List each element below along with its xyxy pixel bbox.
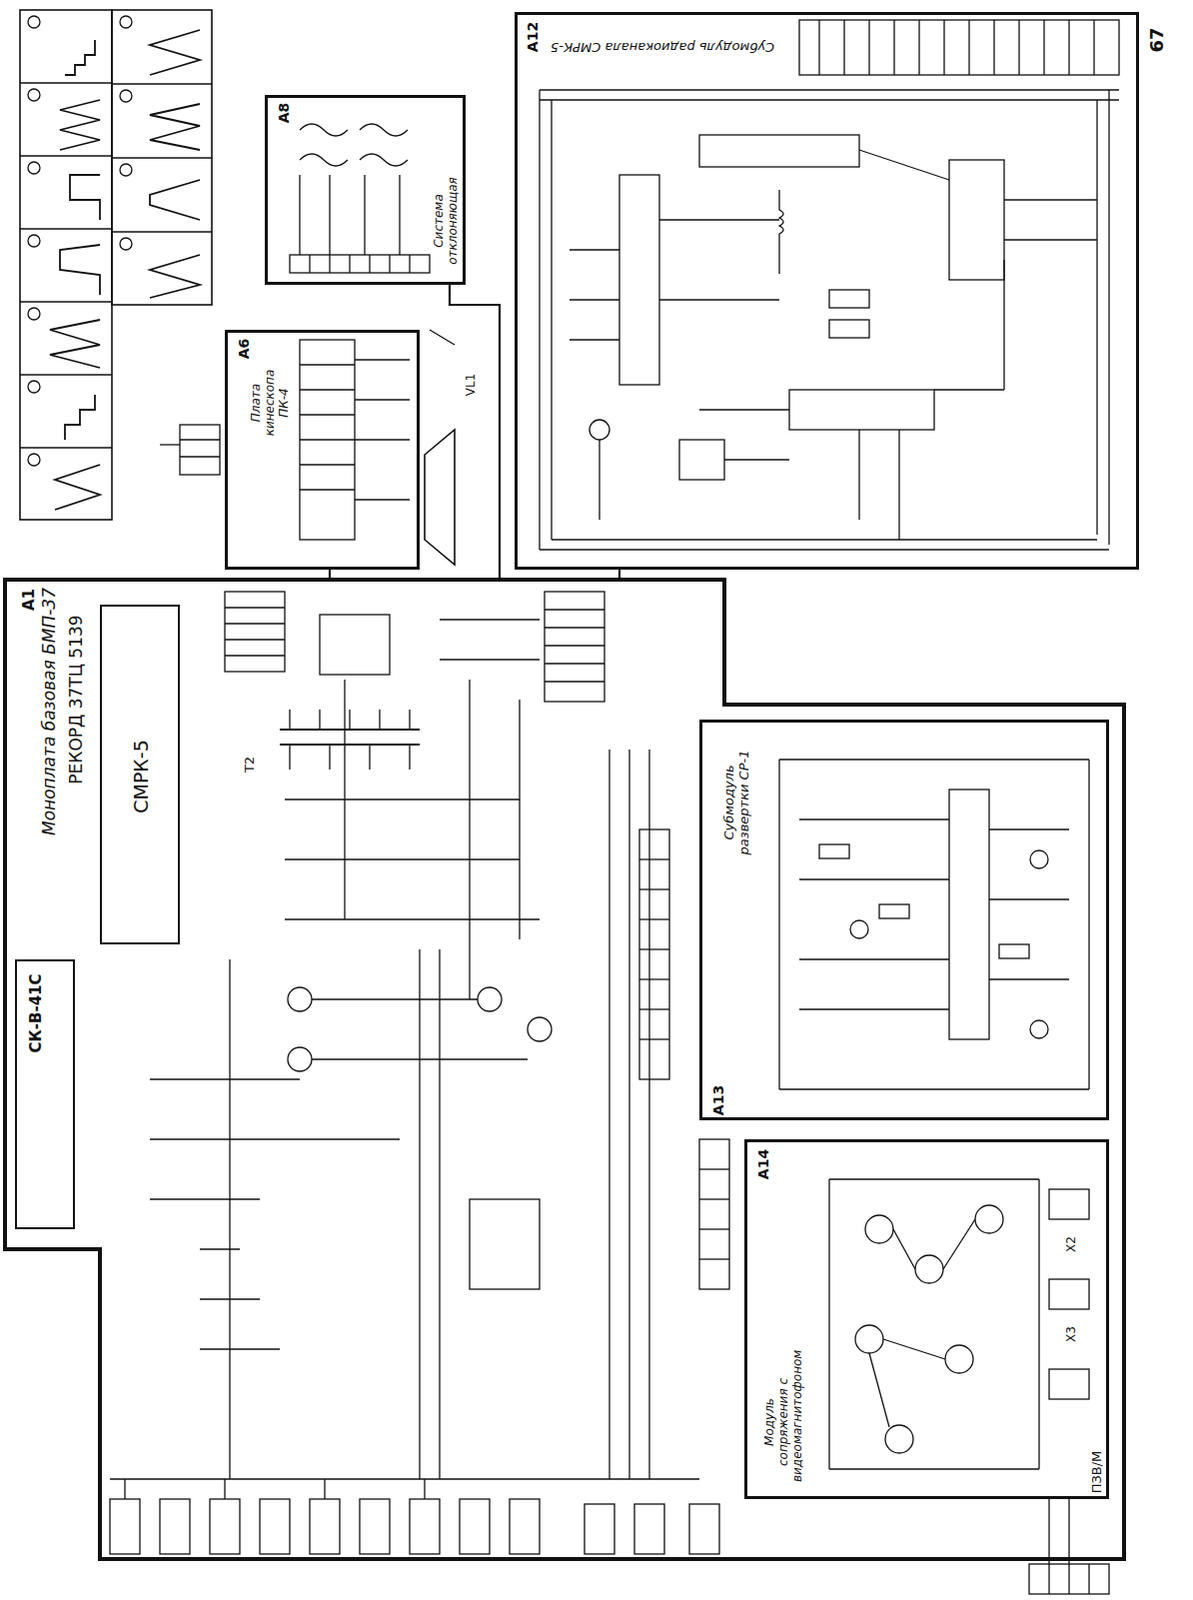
module-designator: А6 <box>235 338 252 360</box>
module-title: СМРК-5 <box>130 739 153 814</box>
module-title: Плата кинескопа ПК-4 <box>249 355 291 451</box>
module-title: РЕКОРД 37ТЦ 5139 <box>66 574 87 825</box>
module-title: Субмодуль радиоканала СМРК-5 <box>550 39 775 55</box>
part-designator: VL1 <box>464 372 478 398</box>
module-box: А6Плата кинескопа ПК-4 <box>224 329 420 570</box>
module-box: А13 Субмодуль развертки СР-1 <box>699 719 1110 1121</box>
module-title: Моноплата базовая БМП-37 <box>39 586 60 837</box>
module-designator: А14 <box>755 1149 772 1180</box>
module-designator: А8 <box>275 102 292 124</box>
module-box: СМРК-5 <box>99 604 180 945</box>
module-box: А14Модуль сопряжения с видеомагнитофоном… <box>744 1139 1110 1499</box>
main-board: А1Моноплата базовая БМП-37РЕКОРД 37ТЦ 51… <box>4 579 1125 1559</box>
part-designator: X3 <box>1065 1324 1079 1343</box>
board-outline <box>4 579 1125 1559</box>
module-box: А12Субмодуль радиоканала СМРК-5 <box>514 11 1140 570</box>
module-title: Модуль сопряжения с видеомагнитофоном <box>763 1361 805 1482</box>
part-designator: T2 <box>242 755 257 774</box>
part-designator: X2 <box>1065 1234 1079 1253</box>
module-title: СК-В-41С <box>27 973 45 1053</box>
module-designator: А12 <box>524 21 541 52</box>
module-designator: А1 <box>20 588 38 611</box>
module-title: Субмодуль развертки СР-1 <box>722 727 753 878</box>
wire-bundle <box>449 284 500 580</box>
page-number: 67 <box>1147 25 1168 53</box>
module-title: ПЗВ/М <box>1090 1450 1106 1494</box>
module-box: А8Система отклоняющая <box>264 94 466 285</box>
module-box: СК-В-41С <box>14 959 75 1229</box>
module-designator: А13 <box>710 1085 727 1116</box>
module-title: Система отклоняющая <box>432 168 461 274</box>
